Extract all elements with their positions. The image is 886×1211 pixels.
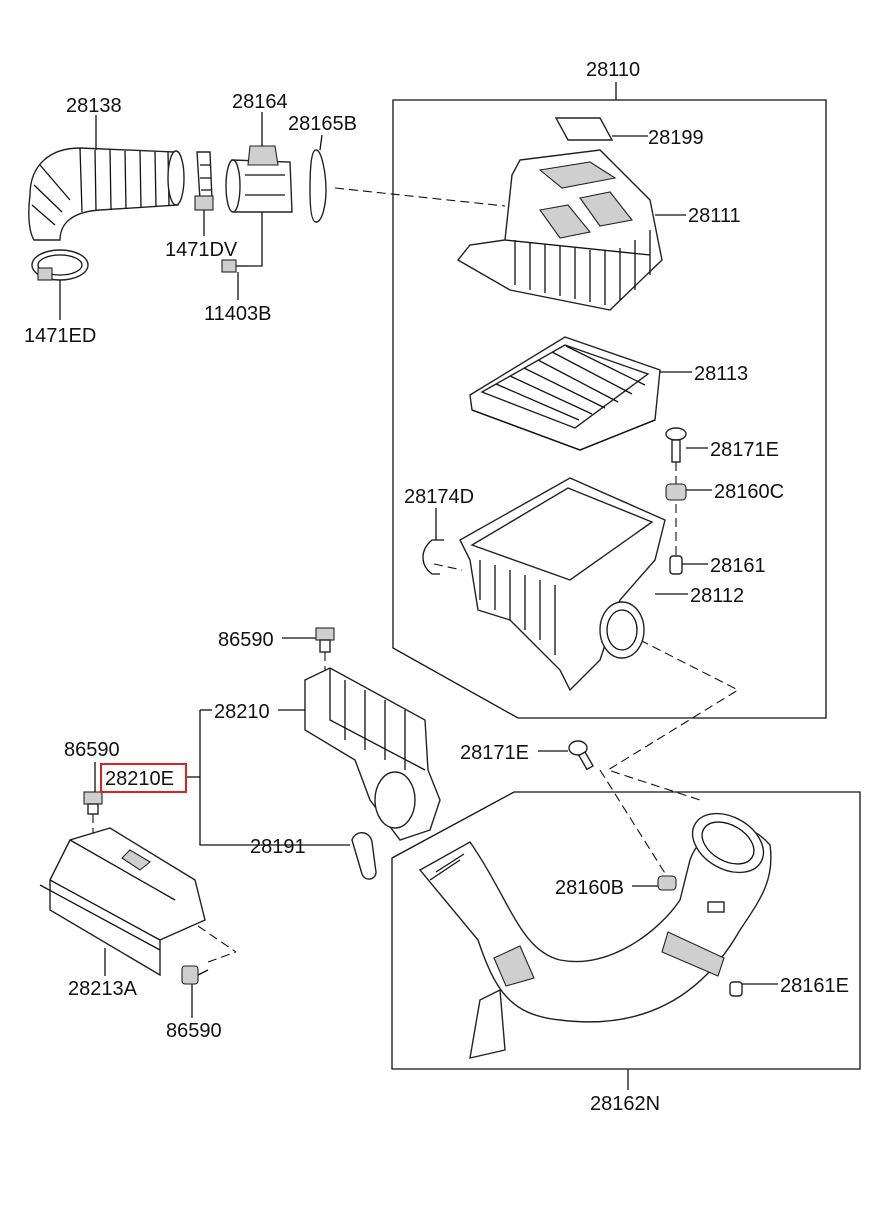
collar-part[interactable]	[669, 555, 683, 575]
filter-element-part[interactable]	[469, 336, 661, 451]
resonator-hose-part[interactable]	[351, 832, 377, 880]
clip-part[interactable]	[422, 539, 444, 575]
label-28138[interactable]: 28138	[66, 95, 122, 117]
gasket-part[interactable]	[309, 149, 327, 223]
guide-shield-to-nut-2	[207, 951, 237, 963]
guide-sensor-to-cover	[334, 187, 506, 207]
clamp-part[interactable]	[194, 151, 214, 211]
label-28191[interactable]: 28191	[250, 836, 306, 858]
label-28112[interactable]: 28112	[690, 585, 744, 607]
guide-bolt-to-duct	[599, 769, 669, 879]
fastener-left-part[interactable]	[83, 791, 103, 815]
intake-hose-part[interactable]	[28, 147, 185, 241]
label-28171E-top[interactable]: 28171E	[710, 439, 779, 461]
intake-duct-hose-part[interactable]	[418, 801, 774, 1059]
label-86590-top[interactable]: 86590	[218, 629, 274, 651]
label-28160C[interactable]: 28160C	[714, 481, 784, 503]
air-intake-duct-part[interactable]	[304, 667, 441, 841]
highlight-box-28210E	[100, 763, 187, 793]
air-cleaner-assembly-frame	[392, 99, 827, 719]
fastener-bottom-part[interactable]	[181, 965, 209, 985]
label-11403B[interactable]: 11403B	[204, 303, 271, 325]
label-28213A[interactable]: 28213A	[68, 978, 138, 1000]
label-86590-bottom[interactable]: 86590	[166, 1020, 222, 1042]
label-plate-part[interactable]	[554, 117, 614, 141]
label-1471DV[interactable]: 1471DV	[165, 239, 238, 261]
air-cleaner-body-part[interactable]	[459, 477, 666, 692]
air-cleaner-cover-part[interactable]	[456, 149, 663, 311]
label-28210E[interactable]: 28210E	[105, 768, 174, 790]
label-28161E[interactable]: 28161E	[780, 975, 849, 997]
label-28210[interactable]: 28210	[214, 701, 270, 723]
collar-e-part[interactable]	[729, 981, 743, 997]
label-28111[interactable]: 28111	[688, 205, 741, 227]
guide-shield-to-nut	[197, 925, 237, 953]
guide-clip-to-body	[433, 563, 463, 571]
grommet-b-part[interactable]	[657, 875, 677, 891]
guide-cleaner-to-duct	[606, 639, 740, 801]
bolt-mid-part[interactable]	[568, 740, 594, 771]
bolt-top-part[interactable]	[665, 427, 687, 463]
label-28164[interactable]: 28164	[232, 91, 288, 113]
label-28162N[interactable]: 28162N	[590, 1093, 660, 1115]
label-28110[interactable]: 28110	[586, 59, 640, 81]
label-28113[interactable]: 28113	[694, 363, 748, 385]
label-28174D[interactable]: 28174D	[404, 486, 474, 508]
duct-assembly-frame	[391, 791, 861, 1070]
leader-11403B	[237, 212, 263, 300]
label-86590-left[interactable]: 86590	[64, 739, 120, 761]
heat-shield-part[interactable]	[39, 827, 206, 977]
label-28160B[interactable]: 28160B	[555, 877, 624, 899]
label-1471ED[interactable]: 1471ED	[24, 325, 96, 347]
leader-28165B	[319, 134, 323, 151]
label-28165B[interactable]: 28165B	[288, 113, 357, 135]
hose-clamp-part[interactable]	[31, 249, 89, 281]
air-flow-sensor-part[interactable]	[225, 145, 293, 213]
grommet-part[interactable]	[665, 483, 687, 501]
sensor-screw-part[interactable]	[221, 259, 248, 273]
fastener-top-part[interactable]	[315, 627, 335, 653]
leader-28210-bracket	[199, 710, 316, 846]
label-28199[interactable]: 28199	[648, 127, 704, 149]
label-28171E-mid[interactable]: 28171E	[460, 742, 529, 764]
label-28161[interactable]: 28161	[710, 555, 766, 577]
